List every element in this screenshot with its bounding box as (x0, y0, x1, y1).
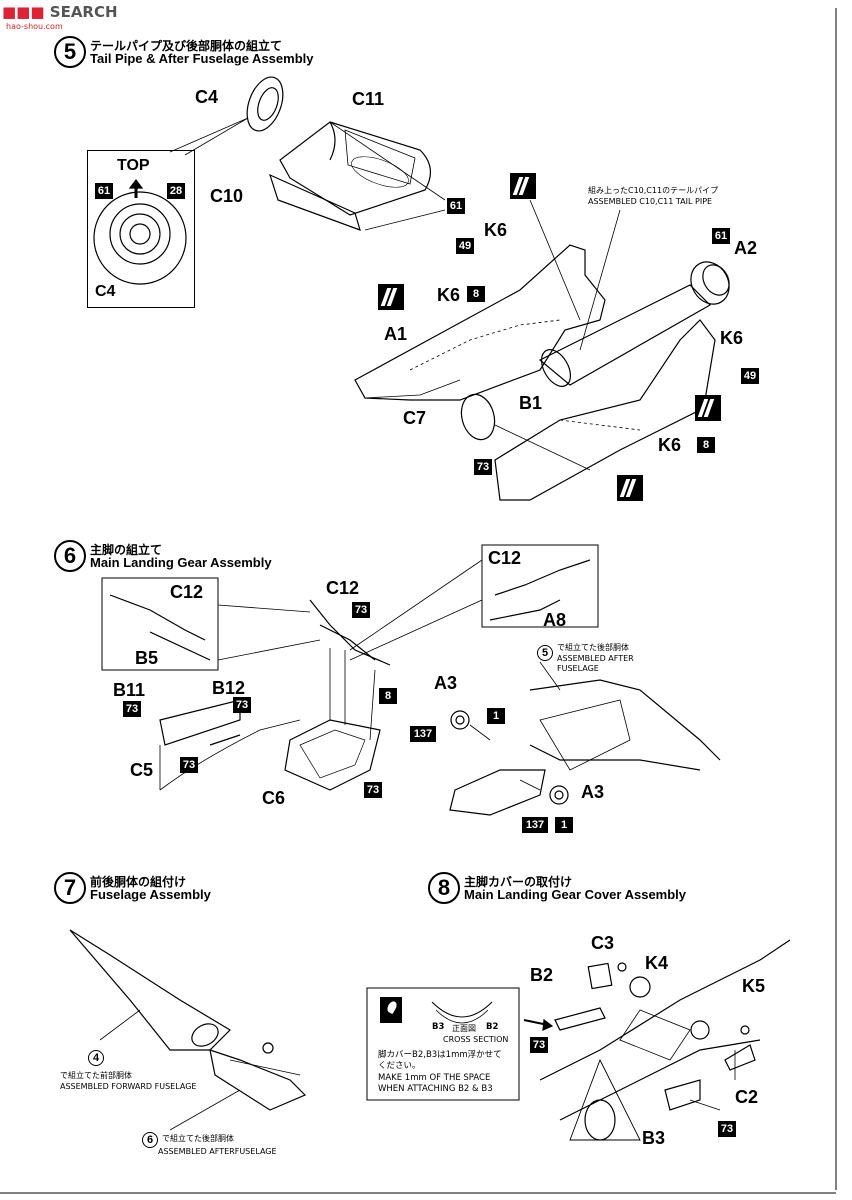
cross-section-b2: B2 (486, 1022, 499, 1032)
step-5-title-en: Tail Pipe & After Fuselage Assembly (90, 51, 314, 66)
watermark-glyphs: ■■■ (2, 3, 45, 21)
part-label-b1: B1 (519, 393, 543, 413)
color-badge-61-inset: 61 (95, 183, 113, 199)
gear-cover-note-jp1: 脚カバーB2,B3は1mm浮かせて (378, 1050, 502, 1060)
paint-icon-upper (510, 173, 536, 199)
part-label-k6-upper: K6 (484, 220, 508, 240)
step-5-title-jp: テールパイプ及び後部胴体の組立て (90, 39, 283, 53)
part-label-a1: A1 (384, 324, 408, 344)
after-fuselage-note-en1: ASSEMBLED AFTER (557, 654, 634, 663)
color-badge-137-a3-top: 137 (410, 726, 436, 742)
step-7-number: 7 (54, 872, 86, 904)
step-7-title-en: Fuselage Assembly (90, 887, 211, 902)
color-badge-8-mid: 8 (467, 286, 485, 302)
gear-cover-note-en2: WHEN ATTACHING B2 & B3 (378, 1084, 493, 1094)
part-label-c2: C2 (735, 1087, 759, 1107)
color-badge-1-a3-bottom: 1 (555, 817, 573, 833)
cement-note-icon (380, 997, 402, 1023)
part-label-a2: A2 (734, 238, 758, 258)
part-label-k5: K5 (742, 976, 766, 996)
part-label-k4: K4 (645, 953, 669, 973)
color-badge-73-b2: 73 (530, 1037, 548, 1053)
paint-icon-left (378, 284, 404, 310)
part-label-a3-top: A3 (434, 673, 458, 693)
part-label-c11: C11 (352, 89, 385, 109)
inset-top-label: TOP (117, 157, 150, 174)
part-label-a8: A8 (543, 610, 567, 630)
paint-icon-bottom (617, 475, 643, 501)
after-fuselage-ref-step: 5 (537, 645, 553, 661)
part-label-c12-center: C12 (326, 578, 360, 598)
cement-note-icon-mark (385, 999, 399, 1015)
color-badge-49-right: 49 (741, 368, 759, 384)
part-label-c6: C6 (262, 788, 286, 808)
part-label-c3: C3 (591, 933, 615, 953)
forward-fuselage-note-jp: で組立てた前部胴体 (60, 1071, 132, 1080)
color-badge-61-a2: 61 (712, 228, 730, 244)
part-label-b2: B2 (530, 965, 554, 985)
part-label-b5: B5 (135, 648, 159, 668)
part-label-c4: C4 (195, 87, 219, 107)
forward-fuselage-ref-step: 4 (88, 1050, 104, 1066)
color-badge-73-b12: 73 (233, 697, 251, 713)
part-label-c5: C5 (130, 760, 154, 780)
inset-c4-top-view (87, 150, 195, 308)
part-label-c10: C10 (210, 186, 244, 206)
step-7-title-jp: 前後胴体の組付け (90, 875, 187, 889)
part-label-c12-left-inset: C12 (170, 582, 204, 602)
color-badge-73-c7: 73 (474, 459, 492, 475)
cross-section-front-view: 正面図 (452, 1024, 476, 1033)
aft-fuselage-note-en: ASSEMBLED AFTERFUSELAGE (158, 1147, 277, 1156)
watermark-site: hao-shou.com (6, 22, 63, 31)
color-badge-61-c10: 61 (447, 198, 465, 214)
watermark-logo: ■■■ SEARCH (2, 3, 118, 21)
part-label-k6-right: K6 (720, 328, 744, 348)
color-badge-73-b11: 73 (123, 701, 141, 717)
after-fuselage-note-en2: FUSELAGE (557, 664, 599, 673)
tail-pipe-note-en: ASSEMBLED C10,C11 TAIL PIPE (588, 197, 713, 206)
color-badge-73-c6: 73 (364, 782, 382, 798)
gear-cover-note-en1: MAKE 1mm OF THE SPACE (378, 1073, 491, 1083)
after-fuselage-note-jp: で組立てた後部胴体 (557, 643, 629, 652)
color-badge-28-inset: 28 (167, 183, 185, 199)
step-8-number: 8 (428, 872, 460, 904)
step-6-title-jp: 主脚の組立て (90, 543, 163, 557)
paint-icon-right (695, 395, 721, 421)
gear-cover-note-jp2: ください。 (378, 1061, 421, 1071)
part-label-c7: C7 (403, 408, 427, 428)
color-badge-8-gear: 8 (379, 688, 397, 704)
part-label-b12: B12 (212, 678, 246, 698)
cross-section-b3: B3 (432, 1022, 445, 1032)
watermark-brand: SEARCH (49, 3, 118, 21)
aft-fuselage-ref-step: 6 (142, 1132, 158, 1148)
tail-pipe-note-jp: 組み上ったC10,C11のテールパイプ (588, 186, 719, 195)
color-badge-73-c5: 73 (180, 757, 198, 773)
step-5-number: 5 (54, 36, 86, 68)
part-label-b3: B3 (642, 1128, 666, 1148)
aft-fuselage-note-jp: で組立てた後部胴体 (162, 1134, 234, 1143)
step-8-title-jp: 主脚カバーの取付け (464, 875, 573, 889)
step-6-number: 6 (54, 540, 86, 572)
part-label-c12-right-inset: C12 (488, 548, 522, 568)
color-badge-1-a3-top: 1 (487, 708, 505, 724)
color-badge-73-c12: 73 (352, 602, 370, 618)
forward-fuselage-note-en: ASSEMBLED FORWARD FUSELAGE (60, 1082, 197, 1091)
color-badge-137-a3-bottom: 137 (522, 817, 548, 833)
color-badge-49-upper: 49 (456, 238, 474, 254)
cross-section-label: CROSS SECTION (443, 1035, 509, 1044)
color-badge-73-b3: 73 (718, 1121, 736, 1137)
step-6-title-en: Main Landing Gear Assembly (90, 555, 272, 570)
step-8-title-en: Main Landing Gear Cover Assembly (464, 887, 687, 902)
part-label-a3-bottom: A3 (581, 782, 605, 802)
color-badge-8-lower: 8 (697, 437, 715, 453)
part-label-k6-lower: K6 (658, 435, 682, 455)
part-label-b11: B11 (113, 680, 146, 700)
part-label-k6-mid: K6 (437, 285, 461, 305)
inset-c4-label: C4 (95, 283, 116, 300)
